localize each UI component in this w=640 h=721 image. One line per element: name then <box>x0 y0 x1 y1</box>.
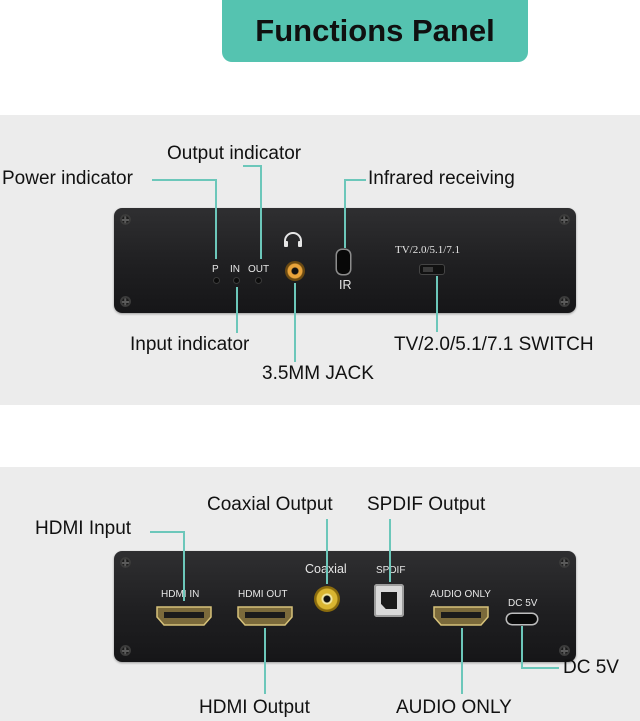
power-led-label: P <box>212 264 219 275</box>
callout-hdmi-output: HDMI Output <box>199 697 310 718</box>
callout-headphone-jack: 3.5MM JACK <box>262 363 374 384</box>
callout-audio-only: AUDIO ONLY <box>396 697 512 718</box>
page-title: Functions Panel <box>255 13 495 48</box>
ir-receiver <box>337 250 350 274</box>
output-led <box>256 278 261 283</box>
callout-spdif-output: SPDIF Output <box>367 494 486 515</box>
callout-power-indicator: Power indicator <box>2 168 133 189</box>
spdif-port <box>374 584 404 617</box>
headphone-jack <box>285 261 305 281</box>
callout-dc-5v: DC 5V <box>563 657 619 678</box>
output-led-label: OUT <box>248 264 270 275</box>
screw-icon <box>120 296 131 307</box>
hdmi-in-port <box>156 606 212 626</box>
hdmi-out-port <box>237 606 293 626</box>
ir-label: IR <box>339 278 352 292</box>
input-led <box>234 278 239 283</box>
title-banner: Functions Panel <box>222 0 528 62</box>
headphone-icon <box>284 232 302 247</box>
audio-only-port <box>433 606 489 626</box>
callout-coaxial-output: Coaxial Output <box>207 494 333 515</box>
dc-5v-label: DC 5V <box>508 598 538 609</box>
callout-mode-switch: TV/2.0/5.1/7.1 SWITCH <box>394 334 594 355</box>
screw-icon <box>559 296 570 307</box>
coaxial-port <box>314 586 340 612</box>
screw-icon <box>559 214 570 225</box>
mode-switch <box>420 265 444 274</box>
screw-icon <box>120 645 131 656</box>
screw-icon <box>120 214 131 225</box>
switch-label: TV/2.0/5.1/7.1 <box>395 244 461 256</box>
spdif-label: SPDIF <box>376 565 406 576</box>
dc-5v-port <box>507 614 537 624</box>
callout-input-indicator: Input indicator <box>130 334 250 355</box>
coaxial-label: Coaxial <box>305 562 347 576</box>
power-led <box>214 278 219 283</box>
hdmi-in-label: HDMI IN <box>161 589 200 600</box>
callout-output-indicator: Output indicator <box>167 143 302 164</box>
callout-infrared-receiving: Infrared receiving <box>368 168 515 189</box>
screw-icon <box>120 557 131 568</box>
input-led-label: IN <box>230 264 240 275</box>
callout-hdmi-input: HDMI Input <box>35 518 132 539</box>
hdmi-out-label: HDMI OUT <box>238 589 288 600</box>
screw-icon <box>559 557 570 568</box>
audio-only-label: AUDIO ONLY <box>430 589 491 600</box>
screw-icon <box>559 645 570 656</box>
